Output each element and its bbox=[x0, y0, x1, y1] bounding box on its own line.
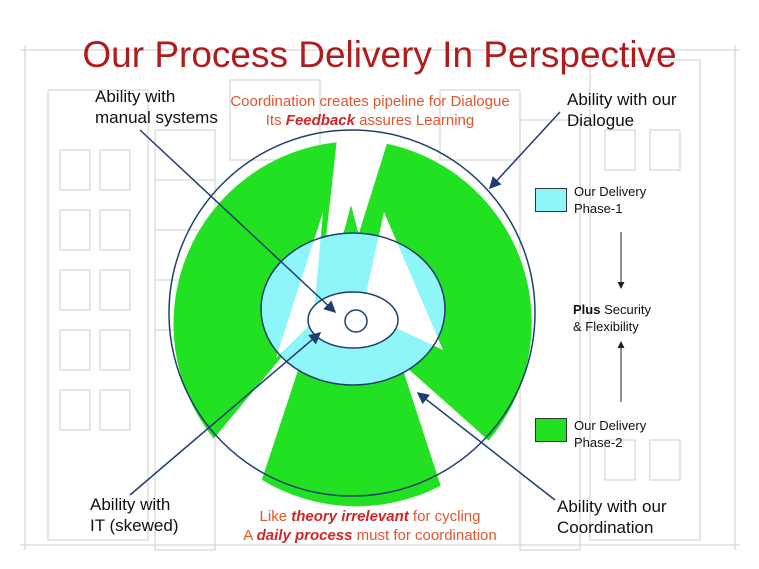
outer-ring-outline bbox=[168, 129, 536, 497]
page-title: Our Process Delivery In Perspective bbox=[82, 34, 677, 75]
bottom-note-line2: A daily process must for coordination bbox=[243, 527, 497, 544]
top-note-line1: Coordination creates pipeline for Dialog… bbox=[230, 93, 510, 110]
arrow-coordination bbox=[416, 392, 556, 501]
core-dot bbox=[344, 309, 368, 333]
legend-phase2-text: Our Delivery Phase-2 bbox=[574, 418, 647, 450]
label-manual-systems: Ability with manual systems bbox=[95, 87, 218, 127]
legend-phase1-text: Our Delivery Phase-1 bbox=[574, 184, 647, 216]
bottom-note-line1: Like theory irrelevant for cycling bbox=[259, 508, 481, 525]
legend-plus-text: Plus Security & Flexibility bbox=[573, 302, 652, 334]
center-spike bbox=[344, 205, 358, 232]
top-note: Coordination creates pipeline for Dialog… bbox=[200, 92, 540, 130]
label-it-skewed: Ability with IT (skewed) bbox=[90, 495, 179, 535]
outer-ring-left-green bbox=[173, 142, 337, 439]
legend-swatch-phase2 bbox=[535, 418, 567, 442]
label-dialogue: Ability with our Dialogue bbox=[567, 90, 677, 130]
city-sketch-background bbox=[20, 45, 740, 551]
arrow-manual-systems bbox=[139, 129, 337, 314]
legend-swatch-phase1 bbox=[535, 188, 567, 212]
arrow-it bbox=[129, 332, 322, 496]
inner-ring-outline bbox=[260, 232, 446, 386]
bottom-note: Like theory irrelevant for cycling A dai… bbox=[200, 507, 540, 545]
top-note-line2: Its Feedback assures Learning bbox=[265, 112, 475, 129]
label-coordination: Ability with our Coordination bbox=[557, 497, 667, 537]
arrow-dialogue bbox=[488, 111, 561, 190]
